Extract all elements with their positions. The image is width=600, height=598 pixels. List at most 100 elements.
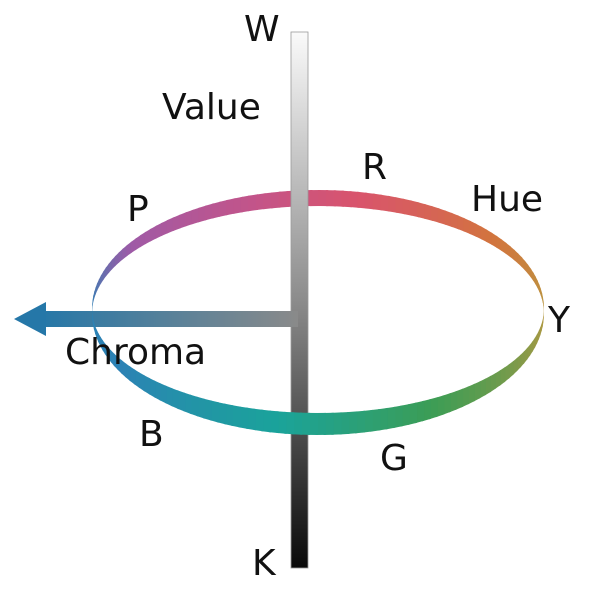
hue-ring-segment: [122, 244, 128, 260]
hue-ring-segment: [92, 314, 94, 327]
hue-ring-segment: [310, 190, 321, 207]
hue-ring-segment: [463, 217, 471, 235]
hue-ring-segment: [129, 366, 136, 385]
hue-ring-segment: [541, 292, 543, 304]
hue-ring-segment: [161, 219, 169, 237]
hue-ring-segment: [357, 191, 368, 209]
hue-ring-segment: [520, 351, 525, 368]
hue-ring-segment: [248, 194, 258, 212]
hue-ring-segment: [189, 394, 199, 417]
hue-ring-segment: [218, 199, 229, 217]
hue-ring-segment: [499, 366, 506, 386]
hue-ring-segment: [395, 197, 405, 215]
hue-ring-segment: [331, 412, 342, 435]
hue-ring-segment: [422, 398, 431, 422]
hue-ring-segment: [349, 191, 360, 208]
hue-ring-segment: [96, 329, 99, 343]
hue-ring-segment: [323, 412, 334, 435]
hue-ring-segment: [417, 201, 427, 220]
hue-ring-segment: [524, 260, 529, 275]
hue-ring-segment: [333, 190, 344, 207]
hue-ring-segment: [400, 403, 410, 427]
hue-ring-segment: [372, 193, 383, 211]
hue-ring-segment: [98, 274, 102, 288]
hue-ring-segment: [484, 375, 492, 396]
hue-ring-segment: [102, 339, 106, 356]
hue-ring-segment: [473, 381, 481, 402]
hue-ring-segment: [153, 380, 162, 401]
hue-ring-segment: [113, 353, 119, 371]
purple-label: P: [127, 189, 149, 230]
hue-ring-segment: [155, 222, 163, 239]
hue-ring-segment: [110, 350, 115, 367]
hue-ring-segment: [537, 279, 540, 293]
hue-ring-segment: [402, 198, 413, 216]
hue-ring-segment: [530, 267, 534, 282]
hue-ring-segment: [424, 203, 434, 221]
chroma-arrow: [14, 302, 298, 336]
hue-ring-segment: [105, 262, 110, 277]
hue-ring-segment: [387, 195, 398, 213]
black-label: K: [252, 543, 276, 584]
hue-ring-segment: [325, 190, 337, 207]
hue-ring-segment: [240, 195, 251, 213]
hue-ring-segment: [517, 252, 523, 268]
hue-ring-segment: [159, 382, 167, 404]
hue-ring-segment: [299, 412, 311, 435]
hue-ring-segment: [428, 397, 438, 420]
hue-ring-segment: [148, 377, 156, 398]
hue-ring-segment: [444, 210, 453, 228]
hue-ring-segment: [150, 225, 158, 242]
hue-ring-segment: [118, 248, 124, 264]
hue-ring-segment: [478, 378, 486, 399]
hue-ring-segment: [536, 330, 540, 345]
hue-ring-segment: [205, 203, 214, 221]
hue-ring-front-half: [92, 307, 544, 435]
hue-ring-segment: [496, 235, 503, 252]
hue-ring-segment: [505, 242, 511, 258]
hue-ring-segment: [494, 369, 501, 390]
hue-ring-segment: [532, 271, 536, 285]
hue-ring-segment: [108, 259, 113, 274]
hue-ring-segment: [226, 198, 236, 216]
hue-ring-segment: [442, 393, 451, 415]
hue-ring-segment: [107, 346, 112, 363]
hue-ring-segment: [135, 234, 142, 251]
hue-ring-back-half: [92, 190, 544, 315]
hue-ring-segment: [95, 325, 97, 339]
hue-ring-segment: [532, 337, 536, 353]
hue-ring-segment: [380, 194, 391, 212]
hue-ring-segment: [245, 407, 256, 431]
hue-ring-segment: [469, 220, 477, 237]
hue-ring-segment: [211, 201, 222, 219]
hue-ring-segment: [126, 241, 132, 257]
hue-ring-segment: [521, 256, 526, 271]
hue-ring-segment: [431, 205, 440, 223]
hue-ring-segment: [474, 223, 483, 240]
hue-ring-segment: [183, 392, 192, 415]
hue-ring-segment: [504, 363, 510, 383]
hue-ring-segment: [271, 191, 282, 209]
hue-ring-segment: [98, 332, 101, 347]
hue-ring-segment: [341, 190, 352, 208]
hue-ring-segment: [133, 369, 140, 389]
hue-ring-segment: [117, 356, 123, 375]
hue-ring-segment: [178, 211, 188, 229]
hue-ring-segment: [450, 212, 459, 230]
green-label: G: [380, 438, 408, 479]
hue-ring-segment: [526, 344, 531, 361]
hue-ring-segment: [315, 412, 326, 435]
value-label: Value: [162, 87, 261, 128]
hue-ring-segment: [385, 406, 396, 430]
hue-ring-segment: [170, 387, 179, 410]
hue-ring-segment: [480, 226, 488, 243]
hue-ring-segment: [455, 388, 464, 411]
hue-ring-segment: [166, 216, 175, 234]
hue-ring-segment: [448, 390, 458, 413]
blue-label: B: [139, 414, 164, 455]
hue-ring-segment: [407, 402, 418, 426]
hue-ring-segment: [138, 371, 145, 392]
hue-ring-segment: [104, 343, 109, 360]
hue-ring-segment: [370, 408, 381, 432]
hue-ring-segment: [354, 410, 365, 434]
